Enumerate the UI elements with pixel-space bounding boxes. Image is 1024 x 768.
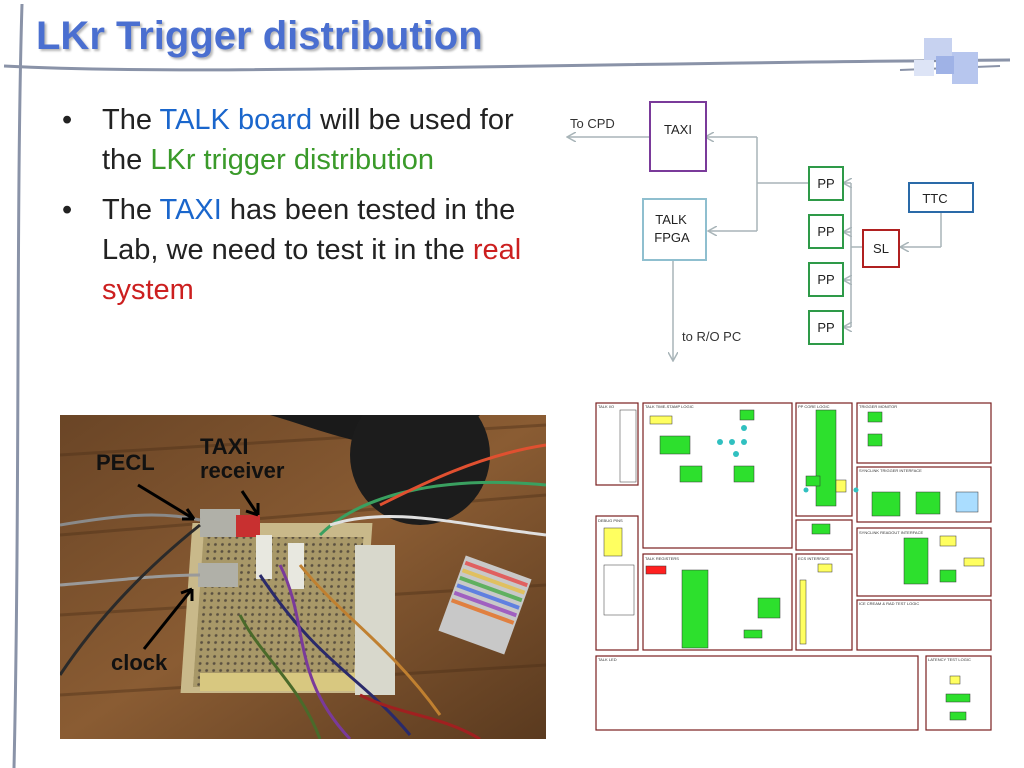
pp-box bbox=[808, 310, 844, 345]
taxi-label: TAXI bbox=[664, 122, 692, 137]
bullet-text: has been tested in the Lab, we need to t… bbox=[102, 194, 516, 266]
pp-label: PP bbox=[817, 176, 834, 191]
sl-label: SL bbox=[873, 241, 889, 256]
talk-fpga-label: TALK bbox=[655, 212, 687, 227]
pp-box bbox=[808, 166, 844, 201]
schematic-label: ICE CREAM & RAD TEST LOGIC bbox=[859, 601, 919, 606]
taxi-receiver-photo: PECL TAXI receiver clock bbox=[60, 415, 546, 739]
pp-label: PP bbox=[817, 272, 834, 287]
schematic-label: LATENCY TEST LOGIC bbox=[928, 657, 971, 662]
bullet-item: The TAXI has been tested in the Lab, we … bbox=[60, 190, 560, 310]
pp-box bbox=[808, 214, 844, 249]
fpga-schematic: TALK I/O TALK TIME-STAMP LOGIC PP CORE L… bbox=[594, 401, 994, 735]
highlight-talk-board: TALK board bbox=[159, 104, 313, 136]
schematic-block-small bbox=[795, 519, 853, 551]
highlight-taxi: TAXI bbox=[159, 194, 222, 226]
pp-label: PP bbox=[817, 224, 834, 239]
highlight-lkr-trigger: LKr trigger distribution bbox=[150, 144, 435, 176]
taxi-receiver-label-line: receiver bbox=[200, 458, 285, 483]
bullet-text: The bbox=[102, 104, 160, 136]
ttc-box bbox=[908, 182, 974, 213]
bullet-list: The TALK board will be used for the LKr … bbox=[60, 100, 560, 320]
taxi-receiver-label-line: TAXI bbox=[200, 434, 249, 459]
slide-title: LKr Trigger distribution bbox=[36, 14, 483, 58]
taxi-receiver-label: TAXI receiver bbox=[200, 435, 284, 483]
to-ro-pc-label: to R/O PC bbox=[682, 329, 741, 344]
sl-box bbox=[862, 229, 900, 268]
talk-fpga-box bbox=[642, 198, 707, 261]
clock-label: clock bbox=[111, 650, 168, 675]
schematic-label: SYNCLINK TRIGGER INTERFACE bbox=[859, 468, 922, 473]
pp-box bbox=[808, 262, 844, 297]
schematic-label: TALK I/O bbox=[598, 404, 614, 409]
photo-drawing bbox=[60, 415, 546, 739]
trigger-block-diagram: TAXI TALK FPGA PP PP PP PP SL TTC To CPD… bbox=[560, 101, 974, 375]
highlight-real-system: real system bbox=[102, 234, 522, 306]
bullet-item: The TALK board will be used for the LKr … bbox=[60, 100, 560, 180]
schematic-block-talk-led bbox=[595, 655, 919, 731]
schematic-label: TALK TIME-STAMP LOGIC bbox=[645, 404, 694, 409]
schematic-label: TRIGGER MONITOR bbox=[859, 404, 897, 409]
bullet-text: The bbox=[102, 194, 160, 226]
schematic-label: DEBUG PINS bbox=[598, 518, 623, 523]
schematic-label: PP CORE LOGIC bbox=[798, 404, 830, 409]
schematic-block-ice-cream bbox=[856, 599, 992, 651]
pecl-label: PECL bbox=[96, 450, 155, 475]
schematic-block-time-stamp bbox=[642, 402, 793, 549]
to-cpd-label: To CPD bbox=[570, 116, 615, 131]
taxi-box bbox=[649, 101, 707, 172]
schematic-label: TALK LED bbox=[598, 657, 617, 662]
schematic-label: TALK REGISTERS bbox=[645, 556, 679, 561]
pp-label: PP bbox=[817, 320, 834, 335]
bullet-text: will be used for the bbox=[102, 104, 514, 176]
schematic-label: ECS INTERFACE bbox=[798, 556, 830, 561]
talk-fpga-label: FPGA bbox=[654, 230, 690, 245]
ttc-label: TTC bbox=[922, 191, 947, 206]
schematic-label: SYNCLINK READOUT INTERFACE bbox=[859, 530, 923, 535]
